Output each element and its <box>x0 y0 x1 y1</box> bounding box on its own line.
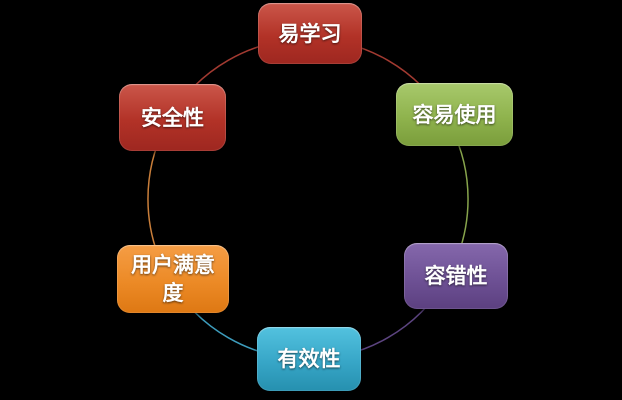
node-label: 容易使用 <box>412 102 497 127</box>
node-label: 容错性 <box>424 264 488 288</box>
node-easy-to-use: 容易使用 <box>396 83 513 146</box>
node-effectiveness: 有效性 <box>257 327 361 391</box>
node-label: 用户满意度 <box>131 253 215 305</box>
node-security: 安全性 <box>119 84 226 151</box>
node-label: 有效性 <box>277 347 341 371</box>
node-user-satisfaction: 用户满意度 <box>117 245 229 313</box>
node-label: 安全性 <box>141 105 204 130</box>
node-label: 易学习 <box>278 21 342 46</box>
node-fault-tolerance: 容错性 <box>404 243 508 309</box>
node-easy-to-learn: 易学习 <box>258 3 362 64</box>
